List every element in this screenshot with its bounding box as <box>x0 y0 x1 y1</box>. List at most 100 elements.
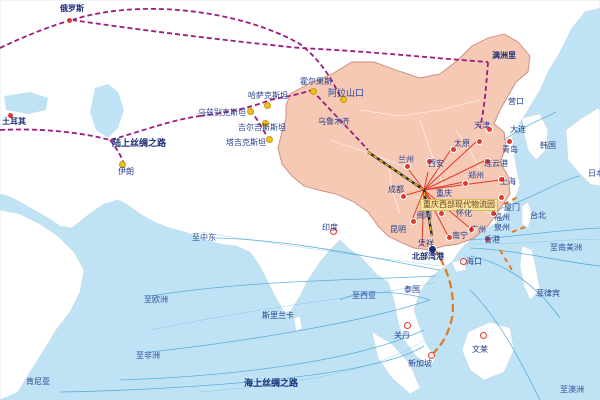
label-dalian: 大连 <box>510 125 526 134</box>
label-taiyuan: 太原 <box>454 139 470 148</box>
label-maritime-silk-road: 海上丝绸之路 <box>244 379 299 389</box>
city-dot-icon <box>498 176 505 183</box>
caspian-sea <box>90 84 124 138</box>
city-dot-icon <box>404 163 411 170</box>
city-dot-icon <box>340 96 347 103</box>
label-uzbekistan: 乌兹别克斯坦 <box>198 108 246 117</box>
label-beibu-gulf: 北部湾港 <box>412 252 444 261</box>
label-singapore: 新加坡 <box>408 359 432 368</box>
land-korea <box>521 113 549 161</box>
label-kazakhstan: 哈萨克斯坦 <box>248 91 288 100</box>
label-iran: 伊朗 <box>118 167 134 176</box>
label-quanzhou: 泉州 <box>494 223 510 232</box>
label-yingkou: 营口 <box>508 97 524 106</box>
label-brunei: 文莱 <box>472 345 488 354</box>
land-africa <box>0 209 85 400</box>
label-guiyang: 贵阳 <box>416 211 432 220</box>
label-thailand: 泰国 <box>404 285 420 294</box>
city-dot-icon <box>480 332 487 339</box>
label-philippines: 菲律宾 <box>536 289 560 298</box>
city-dot-icon <box>404 322 411 329</box>
label-middle-east: 至中东 <box>192 233 216 242</box>
east-asia-markers <box>499 195 529 271</box>
land-philippines <box>519 245 541 301</box>
label-qingdao: 青岛 <box>502 145 518 154</box>
city-dot-icon <box>119 161 126 168</box>
label-lianyungang: 连云港 <box>484 159 508 168</box>
maritime-silk-road-route <box>429 247 454 357</box>
domestic-routes <box>401 139 501 247</box>
railway-line <box>367 151 434 237</box>
label-russia: 俄罗斯 <box>60 4 84 13</box>
shipping-lanes <box>59 111 600 400</box>
city-dot-icon <box>426 158 433 165</box>
city-dot-icon <box>438 210 445 217</box>
label-japan: 日本 <box>588 169 600 178</box>
label-huaihua: 怀化 <box>456 209 472 218</box>
city-dot-icon <box>468 226 475 233</box>
label-taipei: 台北 <box>530 211 546 220</box>
label-korea: 韩国 <box>540 141 556 150</box>
city-dot-icon <box>506 138 513 145</box>
city-dot-icon <box>410 218 417 225</box>
label-chongqing: 重庆 <box>436 189 452 198</box>
city-dot-icon <box>476 138 483 145</box>
label-zhengzhou: 郑州 <box>468 171 484 180</box>
label-kuantan: 关丹 <box>394 331 410 340</box>
city-dot-icon <box>484 236 491 243</box>
city-dot-icon <box>262 120 269 127</box>
black-sea <box>4 92 48 114</box>
city-dot-icon <box>484 158 491 165</box>
label-africa: 至非洲 <box>136 351 160 360</box>
city-dot-icon <box>462 180 469 187</box>
city-dot-icon <box>486 126 493 133</box>
label-haikou: 海口 <box>466 257 482 266</box>
label-manzhouli: 满洲里 <box>492 51 516 60</box>
label-alashankou: 阿拉山口 <box>328 89 365 99</box>
land-sri-lanka <box>293 315 303 333</box>
label-shanghai: 上海 <box>500 177 516 186</box>
label-tajikistan: 塔吉克斯坦 <box>226 138 266 147</box>
label-tianjin: 天津 <box>474 121 490 130</box>
label-nanning: 南宁 <box>452 231 468 240</box>
label-kunming: 昆明 <box>390 225 406 234</box>
label-kenya: 肯尼亚 <box>26 377 50 386</box>
city-dot-icon <box>266 136 273 143</box>
label-south-america: 至南美洲 <box>550 243 582 252</box>
label-lanzhou: 兰州 <box>398 155 414 164</box>
label-guangzhou: 广州 <box>470 225 486 234</box>
label-west-asia: 至西亚 <box>352 291 376 300</box>
label-xiamen: 厦门 <box>504 203 520 212</box>
label-land-silk-road: 陆上丝绸之路 <box>112 139 167 149</box>
label-hongkong: 香港 <box>484 235 500 244</box>
city-dot-icon <box>498 194 505 201</box>
land-taiwan <box>521 201 533 229</box>
label-india: 印度 <box>322 223 338 232</box>
city-dot-icon <box>66 17 73 24</box>
city-dot-icon <box>264 102 271 109</box>
label-logistics-hub: 重庆西部现代物流园 <box>420 199 498 211</box>
label-sri-lanka: 斯里兰卡 <box>262 311 294 320</box>
label-urumqi: 乌鲁木齐 <box>318 117 350 126</box>
label-khorgos: 霍尔果斯 <box>300 77 332 86</box>
shipping-lanes-thin <box>149 231 600 393</box>
city-dot-icon <box>450 146 457 153</box>
city-dot-icon <box>7 112 14 119</box>
label-pingxiang: 凭祥 <box>418 239 434 248</box>
label-xian: 西安 <box>428 159 444 168</box>
label-chengdu: 成都 <box>388 185 404 194</box>
label-fuzhou: 福州 <box>494 213 510 222</box>
label-australia: 至澳洲 <box>560 385 584 394</box>
land-china <box>277 33 531 251</box>
city-dot-icon <box>247 108 254 115</box>
city-dot-icon <box>330 228 337 235</box>
city-dot-icon <box>428 352 435 359</box>
land-borneo <box>461 321 515 381</box>
city-dot-icon <box>310 88 317 95</box>
land-silk-road-route <box>0 8 489 165</box>
label-turkey: 土耳其 <box>2 117 26 126</box>
city-dot-icon <box>400 193 407 200</box>
label-kyrgyzstan: 吉尔吉斯斯坦 <box>238 123 286 132</box>
label-europe: 至欧洲 <box>144 295 168 304</box>
